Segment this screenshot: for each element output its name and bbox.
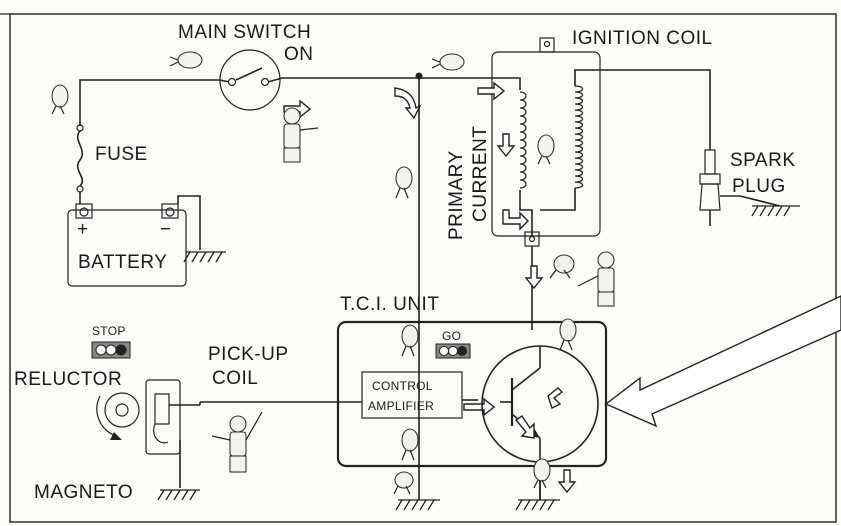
cartoon-figure	[559, 318, 577, 351]
current-arrow-icon	[496, 133, 516, 158]
primary-label: PRIMARY	[446, 150, 467, 240]
cartoon-figure	[549, 254, 575, 279]
flow-arrow-icon	[524, 265, 544, 290]
cartoon-figure	[283, 107, 319, 163]
cartoon-figure	[401, 324, 419, 357]
pointer-arrow-icon	[604, 295, 841, 428]
battery-plus: +	[77, 219, 89, 240]
battery-minus: −	[160, 219, 172, 240]
secondary-winding	[540, 69, 711, 211]
fuse-symbol	[76, 124, 84, 204]
go-label: GO	[442, 329, 461, 343]
coil-label: COIL	[212, 368, 258, 389]
amplifier-label: AMPLIFIER	[368, 399, 434, 413]
cartoon-figure	[537, 134, 555, 165]
stop-label: STOP	[92, 324, 126, 338]
current-label: CURRENT	[470, 126, 491, 222]
cartoon-figure	[577, 251, 615, 307]
cartoon-figure	[533, 458, 551, 489]
battery-symbol	[67, 195, 201, 287]
battery-label: BATTERY	[78, 252, 167, 273]
ground-symbol	[395, 499, 440, 511]
reluctor-label: RELUCTOR	[14, 369, 122, 390]
current-arrow-icon	[547, 387, 564, 409]
traffic-light-icon	[91, 341, 131, 359]
primary-winding	[505, 77, 533, 236]
cartoon-figure	[51, 84, 69, 115]
signal-arrow-icon	[463, 397, 496, 417]
main-switch-symbol	[219, 49, 283, 111]
switch-on-label: ON	[284, 44, 314, 65]
pick-up-label: PICK-UP	[208, 344, 289, 365]
fuse-label: FUSE	[95, 144, 148, 165]
current-arrow-icon	[502, 209, 529, 231]
flow-arrow-icon	[557, 469, 577, 494]
ignition-coil-label: IGNITION COIL	[572, 28, 713, 49]
traffic-light-icon	[435, 343, 471, 359]
cartoon-figure	[401, 428, 419, 461]
flow-arrow-icon	[394, 87, 422, 120]
main-switch-label: MAIN SWITCH	[178, 22, 311, 43]
spark-label: SPARK	[730, 150, 796, 171]
tci-unit-box	[336, 320, 608, 468]
cartoon-figure	[169, 51, 203, 69]
current-arrow-icon	[514, 415, 535, 439]
cartoon-figure	[393, 471, 414, 495]
spark-plug-symbol	[699, 149, 800, 226]
magneto-label: MAGNETO	[34, 482, 133, 503]
tci-unit-label: T.C.I. UNIT	[340, 294, 439, 315]
ground-symbol	[183, 251, 226, 263]
plug-label: PLUG	[732, 176, 786, 197]
ground-symbol	[515, 499, 560, 511]
control-label: CONTROL	[372, 379, 433, 393]
cartoon-figure	[211, 411, 263, 473]
cartoon-figure	[431, 53, 465, 71]
control-amplifier-box	[361, 371, 463, 419]
reluctor-symbol	[96, 392, 140, 440]
wire-fuse-to-switch	[79, 79, 220, 126]
ground-symbol	[157, 489, 200, 501]
diagram-frame	[9, 13, 837, 523]
pick-up-coil-symbol	[145, 379, 362, 488]
cartoon-figure	[395, 166, 413, 199]
current-arrow-icon	[477, 81, 506, 101]
